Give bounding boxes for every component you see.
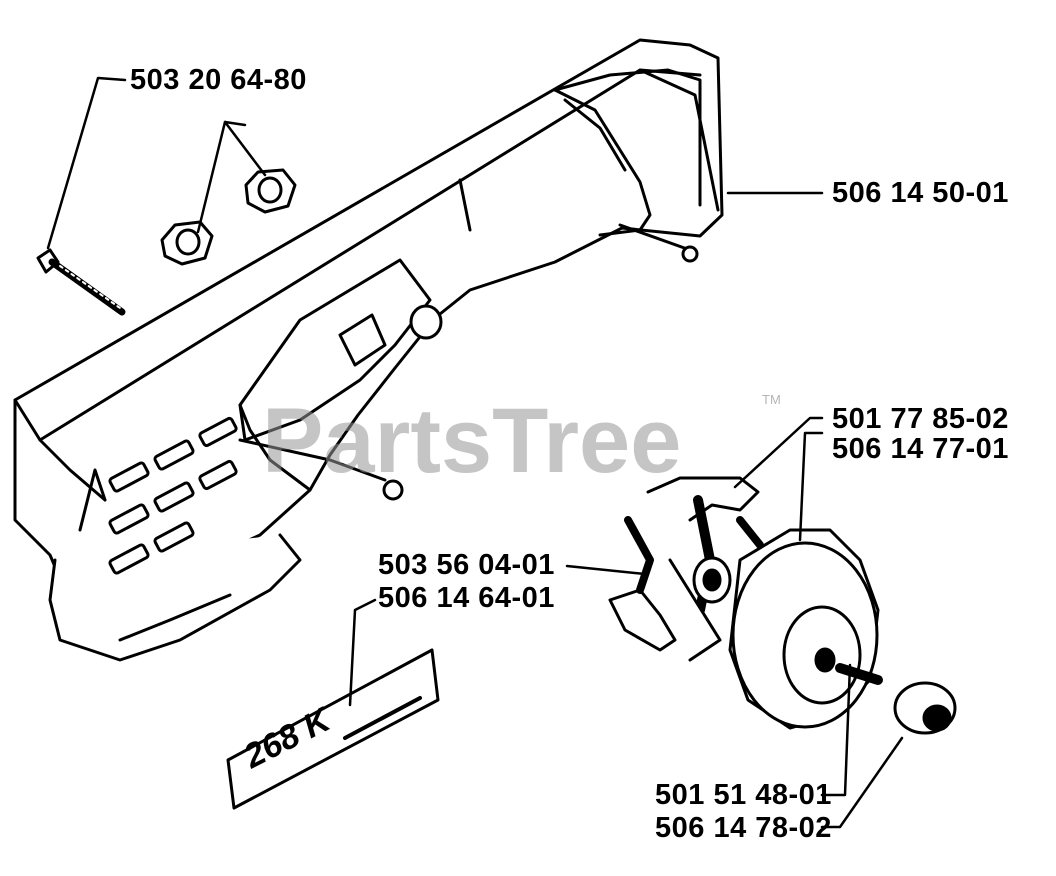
part-number-spring-a[interactable]: 503 56 04-01 <box>378 549 555 581</box>
clutch-cover-illustration <box>13 38 724 662</box>
watermark-trademark: TM <box>762 392 781 407</box>
part-number-bolt[interactable]: 503 20 64-80 <box>130 64 307 96</box>
leader-lines <box>46 76 904 829</box>
decal-illustration <box>226 648 440 810</box>
part-number-spring-b[interactable]: 506 14 64-01 <box>378 582 555 614</box>
part-number-bearing-a[interactable]: 501 51 48-01 <box>655 779 832 811</box>
part-number-clutch-b[interactable]: 506 14 77-01 <box>832 433 1009 465</box>
watermark: PartsTree <box>262 390 682 492</box>
part-number-cover[interactable]: 506 14 50-01 <box>832 177 1009 209</box>
part-number-clutch-a[interactable]: 501 77 85-02 <box>832 403 1009 435</box>
clutch-assembly-illustration <box>608 476 957 735</box>
bolt-illustration <box>36 248 126 316</box>
part-number-bearing-b[interactable]: 506 14 78-02 <box>655 812 832 844</box>
